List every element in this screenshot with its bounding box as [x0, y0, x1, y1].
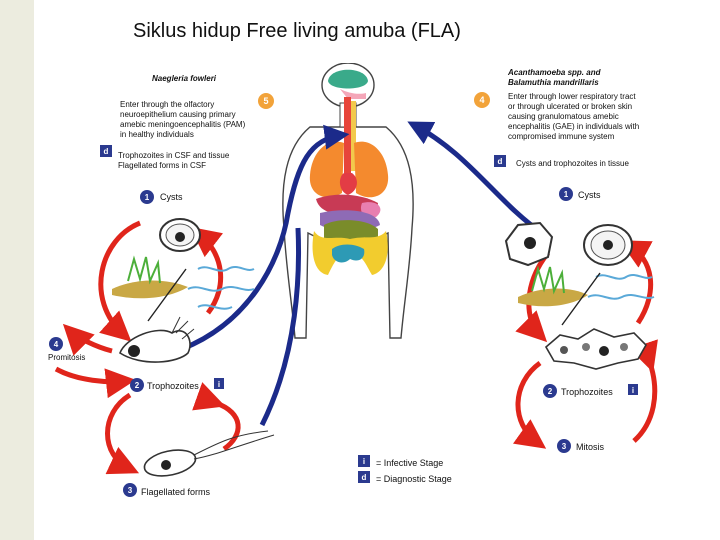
- right-step3-label: Mitosis: [576, 442, 605, 452]
- left-infective-badge: [214, 378, 224, 389]
- red-arrow-l1: [98, 220, 142, 342]
- legend-infective-text: = Infective Stage: [376, 458, 443, 468]
- legend-diagnostic-icon: [358, 471, 370, 483]
- right-lung: [354, 141, 389, 198]
- left-diag-line1: Trophozoites in CSF and tissue: [118, 151, 230, 160]
- life-cycle-diagram: Naegleria fowleri Enter through the olfa…: [48, 62, 682, 503]
- right-diagnostic-badge: [494, 155, 506, 167]
- left-step4-label: Promitosis: [48, 353, 85, 362]
- svg-text:or through ulcerated or broken: or through ulcerated or broken skin: [508, 102, 632, 111]
- red-arrow-l4: [54, 366, 136, 399]
- svg-text:2: 2: [548, 387, 553, 396]
- blue-arrow-left-lower: [259, 227, 302, 427]
- small-intestine: [332, 244, 365, 263]
- left-diag-line2: Flagellated forms in CSF: [118, 161, 206, 170]
- step4-badge-right: [474, 92, 490, 108]
- slide-side-strip: [0, 0, 34, 540]
- right-step2-badge: [543, 384, 557, 398]
- svg-text:1: 1: [564, 190, 569, 199]
- left-step4-badge: [49, 337, 63, 351]
- svg-text:2: 2: [135, 381, 140, 390]
- left-step1-label: Cysts: [160, 192, 183, 202]
- right-step2-label-text: Trophozoites: [561, 387, 613, 397]
- left-step3-badge: [123, 483, 137, 497]
- right-organism-line1: Acanthamoeba spp. and: [507, 68, 602, 77]
- svg-text:3: 3: [128, 486, 133, 495]
- left-soil-water-scene: [112, 255, 255, 322]
- red-arrow-r4: [629, 339, 658, 443]
- red-arrow-l3: [62, 323, 113, 356]
- svg-text:compromised immune system: compromised immune system: [508, 132, 615, 141]
- svg-text:causing granulomatous amebic: causing granulomatous amebic: [508, 112, 619, 121]
- svg-text:amebic meningoencephalitis (PA: amebic meningoencephalitis (PAM): [120, 120, 246, 129]
- svg-text:i: i: [363, 457, 365, 466]
- svg-text:neuroepithelium causing primar: neuroepithelium causing primary: [120, 110, 236, 119]
- left-step2-label: Trophozoites: [147, 381, 199, 391]
- left-lung: [309, 141, 344, 198]
- svg-text:Enter through lower respirator: Enter through lower respiratory tract: [508, 92, 636, 101]
- red-arrow-l5: [105, 392, 140, 475]
- left-diagnostic-badge: d: [100, 145, 112, 157]
- red-arrow-r2: [619, 240, 654, 325]
- step5-badge-left: [258, 93, 274, 109]
- svg-text:in healthy individuals: in healthy individuals: [120, 130, 194, 139]
- right-step1-label: Cysts: [578, 190, 601, 200]
- acanthamoeba-trophozoite: [544, 328, 647, 370]
- left-step1-badge: [140, 190, 154, 204]
- left-organism-name: Naegleria fowleri: [152, 74, 217, 83]
- blue-arrow-left-upper: [181, 124, 350, 352]
- slide-title: Siklus hidup Free living amuba (FLA): [133, 20, 461, 42]
- svg-text:d: d: [498, 157, 503, 166]
- svg-text:i: i: [218, 380, 220, 389]
- svg-text:4: 4: [479, 95, 484, 105]
- svg-text:4: 4: [54, 340, 59, 349]
- svg-text:d: d: [362, 473, 367, 482]
- svg-text:encephalitis (GAE) in individu: encephalitis (GAE) in individuals with: [508, 122, 639, 131]
- svg-text:Enter through the olfactory: Enter through the olfactory: [120, 100, 214, 109]
- left-step2-badge: [130, 378, 144, 392]
- svg-text:d: d: [104, 147, 109, 156]
- blue-arrow-right: [407, 121, 544, 236]
- naegleria-trophozoite: [119, 316, 195, 363]
- right-step3-badge: [557, 439, 571, 453]
- right-soil-water-scene: [518, 265, 655, 326]
- right-step4-text: Enter through lower respiratory tract or…: [508, 92, 639, 141]
- svg-text:1: 1: [145, 193, 150, 202]
- left-step5-text: Enter through the olfactory neuroepithel…: [120, 100, 246, 139]
- trachea-shape: [344, 97, 351, 175]
- right-organism-line2: Balamuthia mandrillaris: [508, 78, 599, 87]
- right-diag-text: Cysts and trophozoites in tissue: [516, 159, 629, 168]
- naegleria-cyst: [159, 218, 201, 252]
- naegleria-flagellate: [143, 430, 275, 477]
- life-cycle-svg: Naegleria fowleri Enter through the olfa…: [48, 62, 658, 497]
- legend-infective-icon: [358, 455, 370, 467]
- left-step3-label: Flagellated forms: [141, 487, 211, 497]
- svg-text:5: 5: [263, 96, 268, 106]
- red-arrow-l2: [190, 226, 224, 315]
- red-arrow-r3: [513, 360, 547, 449]
- heart-shape: [339, 173, 357, 195]
- human-body-figure: [282, 62, 414, 339]
- legend: i = Infective Stage d = Diagnostic Stage: [358, 455, 452, 484]
- red-arrow-l6: [192, 382, 241, 452]
- right-step1-badge: [559, 187, 573, 201]
- svg-text:i: i: [632, 386, 634, 395]
- legend-diagnostic-text: = Diagnostic Stage: [376, 474, 452, 484]
- svg-text:3: 3: [562, 442, 567, 451]
- right-infective-badge: [628, 384, 638, 395]
- acanthamoeba-cysts: [504, 221, 633, 267]
- brain-shape: [328, 69, 368, 89]
